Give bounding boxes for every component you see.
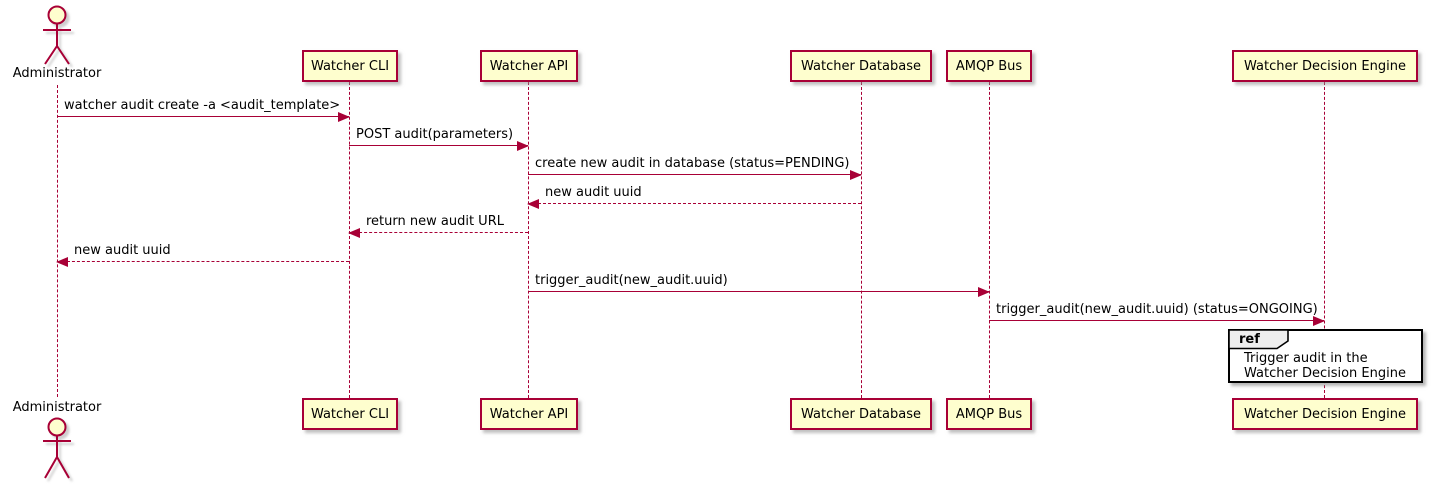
participant-top-watcher-api: Watcher API (480, 50, 578, 82)
arrowhead-right-icon (517, 141, 529, 151)
ref-text-line1: Trigger audit in the (1244, 351, 1368, 366)
participant-label: Watcher Database (801, 58, 921, 74)
message-line (528, 174, 861, 175)
ref-text-line2: Watcher Decision Engine (1244, 366, 1406, 381)
actor-icon (43, 5, 71, 65)
participant-top-watcher-database: Watcher Database (790, 50, 932, 82)
ref-keyword: ref (1239, 332, 1260, 347)
participant-label: Watcher Decision Engine (1244, 58, 1406, 74)
message-return-audit-url: return new audit URL (348, 213, 528, 238)
arrowhead-right-icon (850, 170, 862, 180)
message-label: watcher audit create -a <audit_template> (64, 98, 341, 113)
participant-top-amqp-bus: AMQP Bus (946, 50, 1032, 82)
message-label: create new audit in database (status=PEN… (535, 156, 850, 171)
message-audit-create: watcher audit create -a <audit_template> (57, 97, 350, 122)
arrowhead-left-icon (348, 228, 360, 238)
lifeline-administrator (57, 85, 58, 397)
message-line (349, 232, 528, 233)
ref-fragment: ref Trigger audit in the Watcher Decisio… (1228, 329, 1423, 383)
actor-label-bottom: Administrator (12, 400, 102, 415)
actor-label-top: Administrator (12, 66, 102, 81)
lifeline-watcher-api (528, 82, 529, 398)
message-post-audit: POST audit(parameters) (349, 126, 529, 151)
participant-label: Watcher API (489, 406, 569, 422)
participant-label: Watcher CLI (310, 58, 390, 74)
participant-bottom-watcher-decision-engine: Watcher Decision Engine (1232, 398, 1418, 430)
arrowhead-right-icon (338, 112, 350, 122)
participant-label: AMQP Bus (955, 406, 1023, 422)
lifeline-amqp-bus (989, 82, 990, 398)
message-line (989, 320, 1324, 321)
participant-bottom-watcher-cli: Watcher CLI (302, 398, 398, 430)
participant-bottom-amqp-bus: AMQP Bus (946, 398, 1032, 430)
ref-tab-icon (1228, 329, 1289, 350)
message-line (57, 116, 349, 117)
message-label: new audit uuid (545, 185, 642, 200)
arrowhead-left-icon (527, 199, 539, 209)
participant-top-watcher-decision-engine: Watcher Decision Engine (1232, 50, 1418, 82)
arrowhead-right-icon (978, 287, 990, 297)
participant-label: Watcher Decision Engine (1244, 406, 1406, 422)
message-new-audit-uuid-admin: new audit uuid (56, 242, 349, 267)
message-line (528, 203, 861, 204)
message-trigger-audit-ongoing: trigger_audit(new_audit.uuid) (status=ON… (989, 301, 1325, 326)
message-line (57, 261, 349, 262)
arrowhead-right-icon (1313, 316, 1325, 326)
participant-label: Watcher API (489, 58, 569, 74)
message-create-audit-db: create new audit in database (status=PEN… (528, 155, 862, 180)
actor-icon (43, 417, 71, 479)
message-trigger-audit: trigger_audit(new_audit.uuid) (528, 272, 990, 297)
lifeline-watcher-decision-engine (1324, 82, 1325, 398)
participant-label: AMQP Bus (955, 58, 1023, 74)
message-new-audit-uuid-db: new audit uuid (527, 184, 861, 209)
lifeline-watcher-cli (349, 82, 350, 398)
participant-bottom-watcher-api: Watcher API (480, 398, 578, 430)
participant-label: Watcher CLI (310, 406, 390, 422)
message-label: trigger_audit(new_audit.uuid) (status=ON… (996, 302, 1318, 317)
participant-top-watcher-cli: Watcher CLI (302, 50, 398, 82)
message-line (349, 145, 528, 146)
message-label: new audit uuid (74, 243, 171, 258)
message-label: return new audit URL (366, 214, 504, 229)
message-label: POST audit(parameters) (356, 127, 514, 142)
message-line (528, 291, 989, 292)
arrowhead-left-icon (56, 257, 68, 267)
lifeline-watcher-database (861, 82, 862, 398)
message-label: trigger_audit(new_audit.uuid) (535, 273, 728, 288)
participant-bottom-watcher-database: Watcher Database (790, 398, 932, 430)
participant-label: Watcher Database (801, 406, 921, 422)
